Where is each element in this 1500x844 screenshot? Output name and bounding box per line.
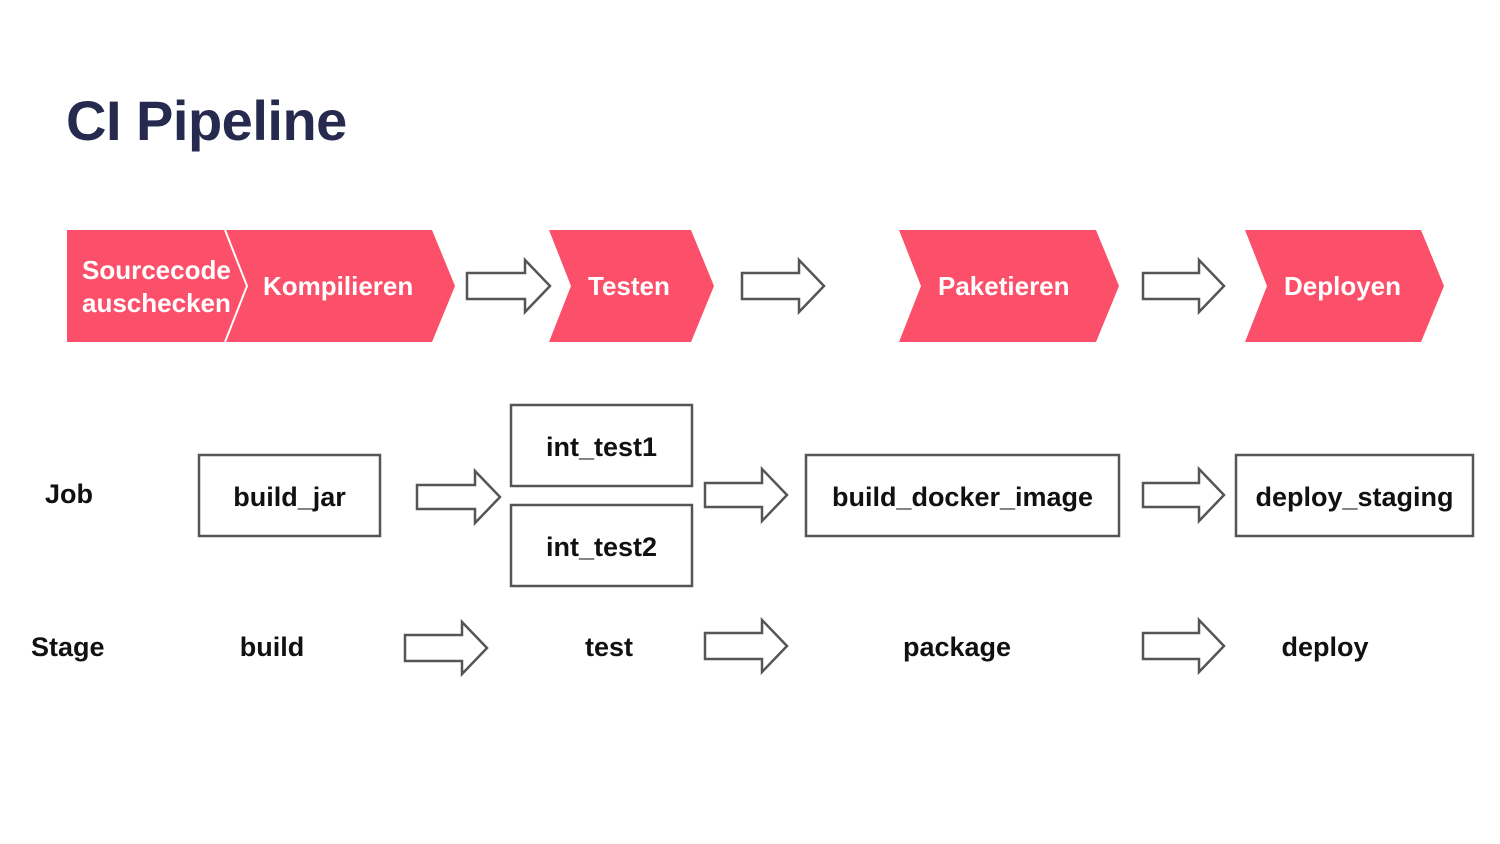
job-int-test1: int_test1 [509, 403, 694, 488]
phase-sourcecode-line-1: Sourcecode [82, 255, 231, 285]
phase-arrow-2 [740, 256, 826, 316]
job-deploy-staging: deploy_staging [1234, 453, 1475, 538]
phase-testen-label: Testen [588, 271, 670, 301]
stage-package: package [903, 632, 1011, 662]
job-arrow-2 [703, 465, 789, 525]
phase-kompilieren-label: Kompilieren [263, 271, 413, 301]
phase-kompilieren-chevron: Kompilieren [224, 229, 455, 343]
job-build-docker-image-label: build_docker_image [832, 482, 1093, 512]
phase-arrow-1 [465, 256, 552, 316]
phase-testen-chevron: Testen [549, 230, 714, 342]
chevron-separator [224, 229, 249, 343]
stage-build: build [240, 632, 304, 662]
stage-arrow-3 [1141, 616, 1226, 676]
job-int-test2-label: int_test2 [546, 532, 657, 562]
stage-deploy: deploy [1281, 632, 1368, 662]
phase-deployen-chevron: Deployen [1245, 230, 1444, 342]
job-build-docker-image: build_docker_image [804, 453, 1121, 538]
job-deploy-staging-label: deploy_staging [1255, 482, 1453, 512]
phase-arrow-3 [1141, 256, 1226, 316]
phase-sourcecode-chevron: Sourcecode auschecken [67, 230, 268, 342]
job-row-label: Job [45, 479, 93, 509]
page-title: CI Pipeline [66, 89, 347, 152]
stage-arrow-2 [703, 616, 789, 676]
phase-sourcecode-line-2: auschecken [82, 288, 231, 318]
job-int-test1-label: int_test1 [546, 432, 657, 462]
stage-row-label: Stage [31, 632, 105, 662]
job-build-jar-label: build_jar [233, 482, 346, 512]
stage-test: test [585, 632, 633, 662]
job-build-jar: build_jar [197, 453, 382, 538]
job-arrow-3 [1141, 465, 1226, 525]
phase-deployen-label: Deployen [1284, 271, 1401, 301]
job-int-test2: int_test2 [509, 503, 694, 588]
stage-arrow-1 [403, 618, 489, 678]
job-arrow-1 [415, 467, 502, 527]
phase-paketieren-chevron: Paketieren [899, 230, 1119, 342]
phase-paketieren-label: Paketieren [938, 271, 1070, 301]
